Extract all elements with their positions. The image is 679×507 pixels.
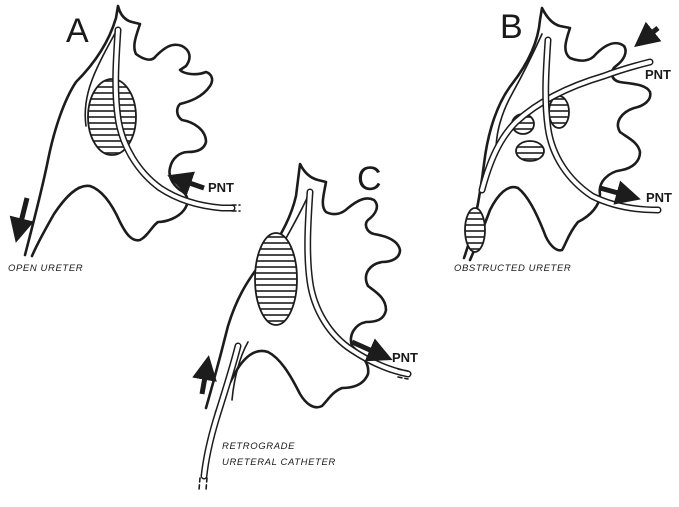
panel-c-caption-line1: RETROGRADE xyxy=(222,442,295,452)
panel-a xyxy=(17,6,240,256)
flow-arrow-pnt-bottom-b xyxy=(600,188,636,198)
retrograde-catheter-ext xyxy=(199,478,207,490)
flow-arrow-ureter-a xyxy=(17,198,27,238)
panel-c-caption-line2: URETERAL CATHETER xyxy=(222,458,336,468)
stone-c xyxy=(255,233,297,325)
panel-b-caption: OBSTRUCTED URETER xyxy=(454,264,571,274)
flow-arrow-retrograde-c xyxy=(202,360,208,394)
kidney-outline-b xyxy=(464,8,650,260)
panel-b-pnt-bottom-label: PNT xyxy=(646,191,672,204)
panel-c-letter: C xyxy=(357,162,382,196)
panel-b-letter: B xyxy=(500,10,523,44)
stone-b-ureter xyxy=(465,208,485,252)
flow-arrow-pnt-top-b xyxy=(638,28,658,44)
stone-b3 xyxy=(516,141,544,161)
panel-b-pnt-top-label: PNT xyxy=(645,68,671,81)
panel-a-pnt-label: PNT xyxy=(208,181,234,194)
panel-a-caption: OPEN URETER xyxy=(8,264,83,274)
panel-b xyxy=(464,8,658,260)
panel-c-pnt-label: PNT xyxy=(392,351,418,364)
panel-a-letter: A xyxy=(66,14,89,48)
